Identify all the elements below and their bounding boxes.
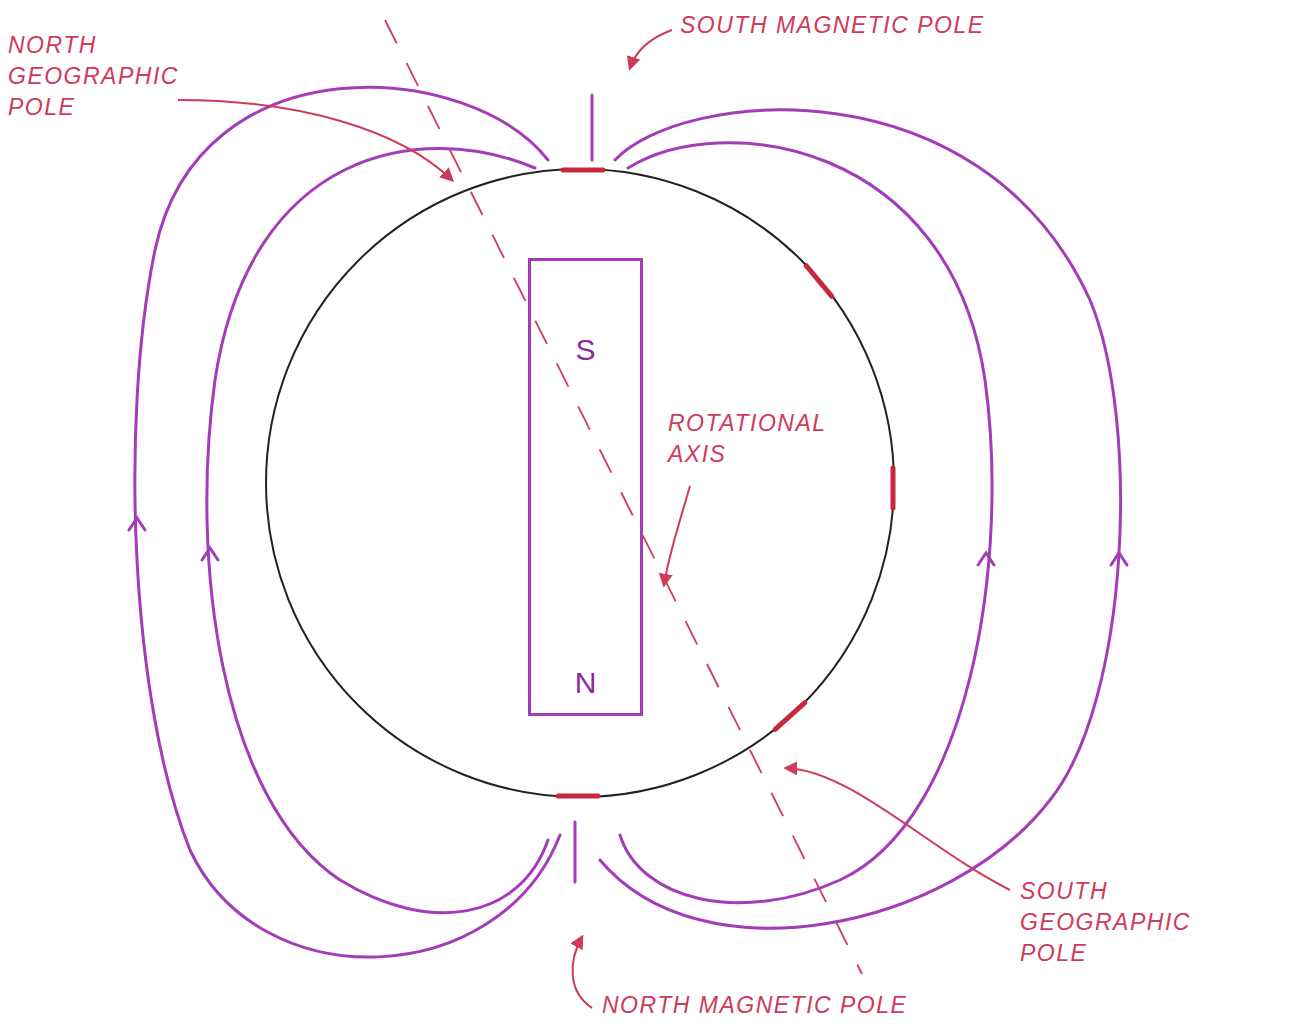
compass-mark bbox=[558, 794, 598, 799]
field-arrow bbox=[129, 518, 145, 530]
leader-line bbox=[664, 486, 690, 585]
compass-mark bbox=[806, 266, 832, 297]
pole-mark bbox=[591, 95, 594, 160]
bar-magnet: SN bbox=[528, 258, 643, 716]
field-line bbox=[207, 149, 548, 913]
compass-mark bbox=[563, 168, 603, 173]
leader-line bbox=[786, 768, 1010, 890]
leader-line bbox=[178, 100, 452, 180]
leader-line bbox=[630, 30, 672, 68]
callout-label: NORTH GEOGRAPHIC POLE bbox=[8, 30, 179, 123]
field-arrow bbox=[1111, 553, 1127, 565]
callout-label: SOUTH MAGNETIC POLE bbox=[680, 10, 985, 41]
rotational-axis-line bbox=[385, 20, 862, 974]
callout-label: ROTATIONAL AXIS bbox=[668, 408, 826, 470]
callout-arrows bbox=[178, 30, 1010, 1008]
pole-letter: N bbox=[571, 666, 601, 699]
pole-letter: S bbox=[571, 333, 599, 366]
leader-line bbox=[573, 937, 592, 1008]
field-arrow bbox=[978, 553, 994, 565]
compass-marks bbox=[558, 170, 893, 796]
compass-mark bbox=[775, 703, 805, 730]
callout-label: SOUTH GEOGRAPHIC POLE bbox=[1020, 876, 1191, 969]
earth-circle bbox=[266, 169, 894, 797]
compass-mark bbox=[891, 468, 896, 508]
field-line bbox=[620, 143, 992, 903]
field-arrow bbox=[202, 548, 218, 560]
callout-label: NORTH MAGNETIC POLE bbox=[602, 990, 907, 1021]
pole-mark bbox=[574, 822, 577, 882]
field-lines bbox=[129, 87, 1127, 957]
field-line bbox=[600, 110, 1121, 928]
field-line bbox=[135, 87, 560, 957]
